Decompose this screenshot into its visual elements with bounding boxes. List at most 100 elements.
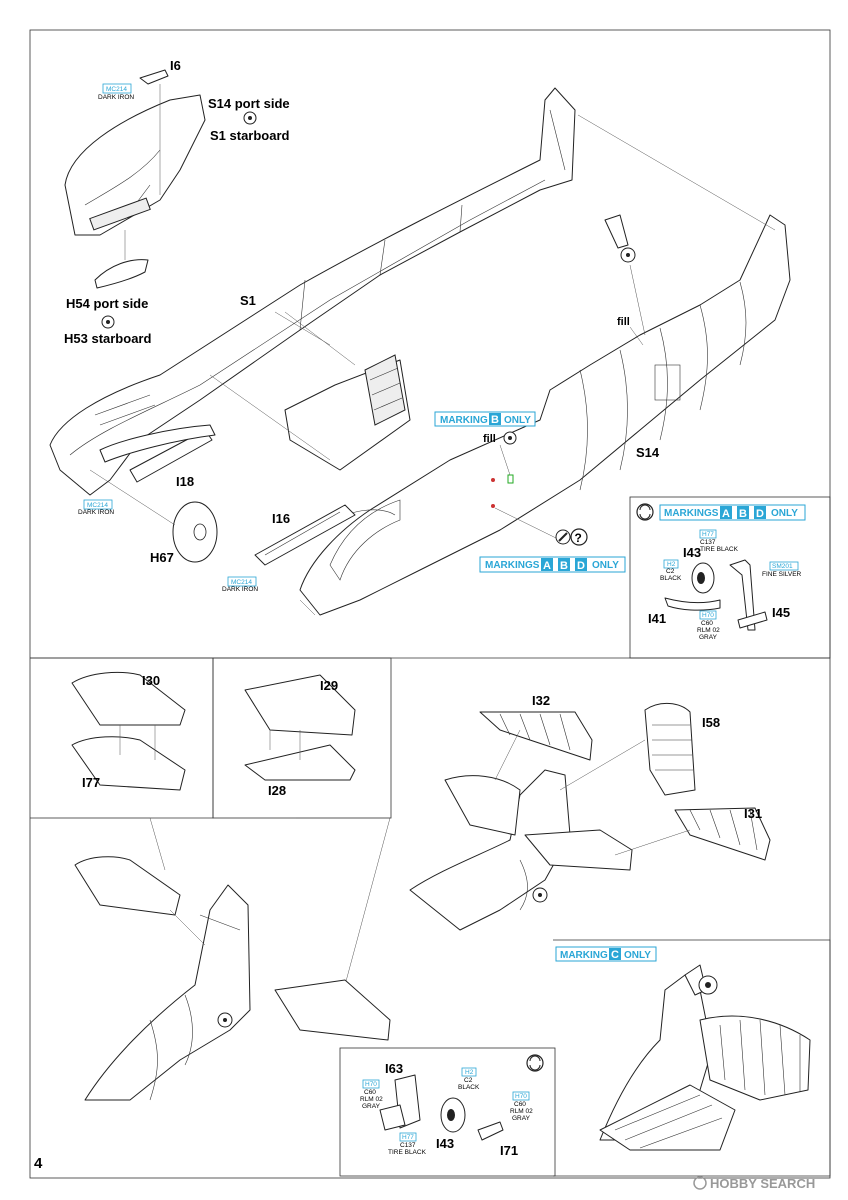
tailwheel-center [532, 887, 548, 903]
svg-text:H70: H70 [702, 612, 714, 619]
svg-text:H2: H2 [465, 1069, 474, 1076]
svg-text:RLM 02: RLM 02 [360, 1096, 383, 1103]
hole-fill-icon [101, 315, 115, 329]
part-i71 [477, 1121, 504, 1141]
callout-triangle-right [296, 817, 391, 986]
svg-text:FINE SILVER: FINE SILVER [762, 571, 802, 578]
label-i29: I29 [320, 678, 338, 693]
glue-icon [555, 529, 571, 545]
svg-text:B: B [560, 560, 568, 572]
svg-text:MC214: MC214 [231, 579, 252, 586]
label-i43b: I43 [436, 1136, 454, 1151]
part-h54 [94, 259, 149, 289]
svg-text:SM201: SM201 [772, 563, 793, 570]
svg-text:TIRE BLACK: TIRE BLACK [700, 546, 739, 553]
label-i18: I18 [176, 474, 194, 489]
svg-text:A: A [543, 560, 551, 572]
cockpit-sidewall [64, 94, 206, 236]
svg-text:H70: H70 [515, 1093, 527, 1100]
part-i16 [254, 504, 356, 566]
label-i30: I30 [142, 673, 160, 688]
part-i6 [139, 69, 169, 85]
label-i77: I77 [82, 775, 100, 790]
inset-box-marking-c [553, 939, 831, 1177]
svg-text:DARK IRON: DARK IRON [98, 94, 134, 101]
svg-text:DARK IRON: DARK IRON [222, 586, 258, 593]
svg-text:ONLY: ONLY [624, 950, 651, 961]
note-h54-port: H54 port side [66, 296, 148, 311]
svg-text:BLACK: BLACK [458, 1084, 480, 1091]
svg-text:HOBBY SEARCH: HOBBY SEARCH [710, 1176, 815, 1191]
svg-text:B: B [739, 508, 747, 520]
svg-text:B: B [491, 414, 499, 426]
svg-text:TIRE BLACK: TIRE BLACK [388, 1149, 427, 1156]
svg-text:MARKINGS: MARKINGS [664, 508, 719, 519]
part-i28 [244, 744, 356, 781]
svg-text:GRAY: GRAY [512, 1115, 531, 1122]
label-i43: I43 [683, 545, 701, 560]
svg-text:A: A [722, 508, 730, 520]
callout-triangle-left [40, 817, 166, 871]
tail-fuselage-left [84, 884, 251, 1101]
svg-text:ONLY: ONLY [771, 508, 798, 519]
svg-text:H77: H77 [702, 531, 714, 538]
label-i45: I45 [772, 605, 790, 620]
stabilizer-left [444, 775, 521, 836]
rotate-icon [636, 503, 654, 521]
svg-text:ONLY: ONLY [504, 415, 531, 426]
stabilizer-right [524, 829, 633, 871]
rotate-icon [526, 1054, 544, 1072]
label-i58: I58 [702, 715, 720, 730]
part-i58 [644, 703, 696, 796]
label-s1: S1 [240, 293, 256, 308]
marking-abd-only-banner-inset: MARKINGS A B D ONLY [659, 504, 806, 521]
svg-text:D: D [577, 560, 585, 572]
label-i32: I32 [532, 693, 550, 708]
svg-text:RLM 02: RLM 02 [510, 1108, 533, 1115]
part-i30 [71, 671, 186, 726]
svg-text:C: C [611, 949, 619, 961]
label-i6: I6 [170, 58, 181, 73]
svg-text:C2: C2 [464, 1077, 473, 1084]
svg-text:ONLY: ONLY [592, 560, 619, 571]
label-i41: I41 [648, 611, 666, 626]
svg-text:H70: H70 [365, 1081, 377, 1088]
svg-text:H2: H2 [667, 561, 676, 568]
page-number: 4 [34, 1155, 43, 1172]
marking-abd-only-banner: MARKINGS A B D ONLY [479, 556, 626, 573]
rudder-ribbed-c [699, 1015, 811, 1101]
part-i41 [664, 597, 721, 611]
elevator-ribbed-c [599, 1084, 736, 1151]
svg-text:BLACK: BLACK [660, 575, 682, 582]
svg-text:C60: C60 [364, 1089, 376, 1096]
part-i77 [71, 736, 186, 791]
tailwheel-bottom-left [217, 1012, 233, 1028]
part-i29 [244, 674, 356, 736]
label-i16: I16 [272, 511, 290, 526]
svg-text:?: ? [575, 531, 582, 545]
hole-fill-icon [243, 111, 257, 125]
svg-text:C137: C137 [700, 539, 716, 546]
tailwheel-inset [691, 562, 715, 594]
watermark-logo: HOBBY SEARCH [693, 1176, 815, 1191]
label-i71: I71 [500, 1143, 518, 1158]
svg-text:MC214: MC214 [87, 502, 108, 509]
svg-text:GRAY: GRAY [699, 634, 718, 641]
svg-text:RLM 02: RLM 02 [697, 627, 720, 634]
elevator-left [74, 856, 181, 916]
svg-text:C137: C137 [400, 1142, 416, 1149]
stabilizer-right-left [274, 979, 391, 1041]
note-fill-b: fill [483, 433, 496, 445]
label-i31: I31 [744, 806, 762, 821]
label-h67: H67 [150, 550, 174, 565]
svg-text:MARKINGS: MARKINGS [485, 560, 540, 571]
svg-text:MC214: MC214 [106, 86, 127, 93]
marking-b-only-banner: MARKING B ONLY [434, 411, 536, 427]
svg-text:DARK IRON: DARK IRON [78, 509, 114, 516]
label-i28: I28 [268, 783, 286, 798]
note-h53-starboard: H53 starboard [64, 331, 151, 346]
fuselage-half-s14 [299, 214, 791, 616]
part-i18-tray [99, 424, 216, 463]
label-i63: I63 [385, 1061, 403, 1076]
